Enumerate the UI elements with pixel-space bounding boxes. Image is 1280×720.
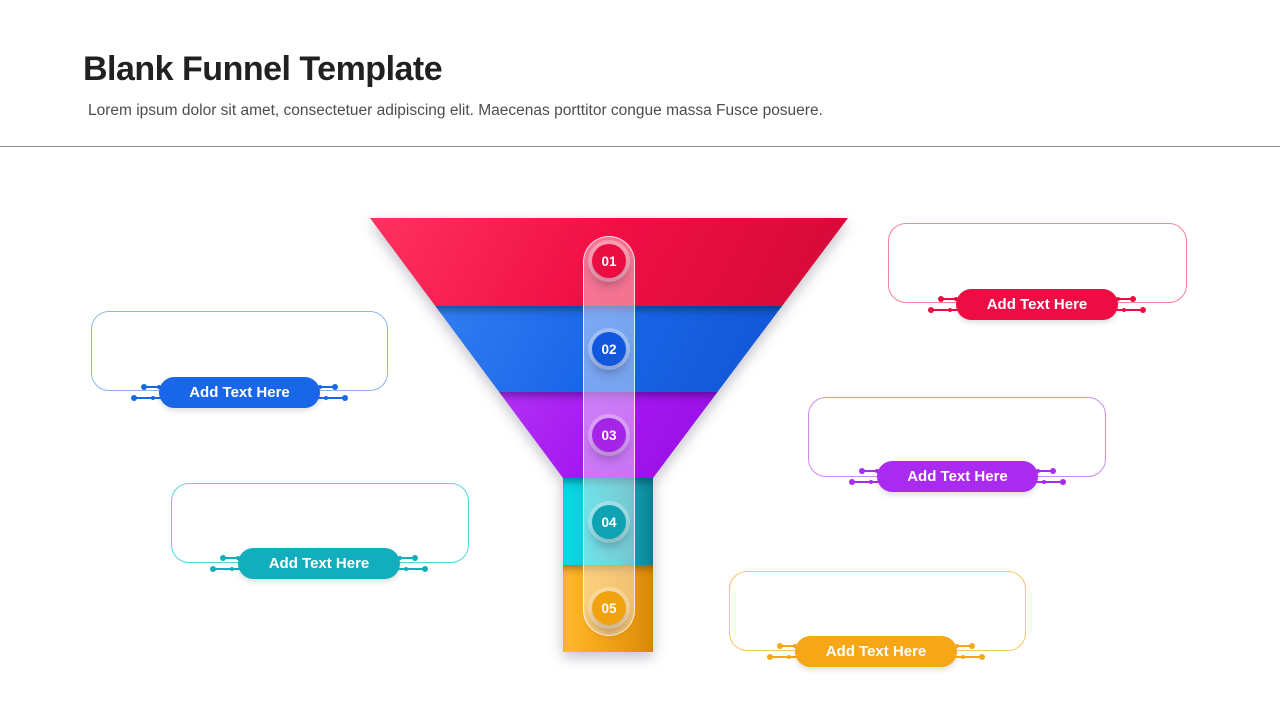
step-badge-02: 02 [592, 332, 626, 366]
page-subtitle: Lorem ipsum dolor sit amet, consectetuer… [88, 102, 823, 119]
connector-dots-right [955, 636, 985, 667]
connector-dots-right [398, 548, 428, 579]
connector-dots-right [1116, 289, 1146, 320]
header-divider [0, 146, 1280, 147]
connector-dots-left [767, 636, 797, 667]
funnel-diagram: 01 02 03 04 05 [370, 218, 848, 652]
step-badge-05: 05 [592, 591, 626, 625]
step-badge-04: 04 [592, 505, 626, 539]
callout-box-teal[interactable] [171, 483, 469, 563]
step-badge-01: 01 [592, 244, 626, 278]
page-title: Blank Funnel Template [83, 50, 443, 88]
add-text-pill-teal[interactable]: Add Text Here [238, 548, 400, 579]
connector-dots-right [318, 377, 348, 408]
step-badge-03: 03 [592, 418, 626, 452]
connector-dots-left [210, 548, 240, 579]
connector-dots-left [928, 289, 958, 320]
add-text-pill-orange[interactable]: Add Text Here [795, 636, 957, 667]
add-text-pill-red[interactable]: Add Text Here [956, 289, 1118, 320]
connector-dots-left [131, 377, 161, 408]
add-text-pill-blue[interactable]: Add Text Here [159, 377, 320, 408]
add-text-pill-purple[interactable]: Add Text Here [877, 461, 1038, 492]
connector-dots-right [1036, 461, 1066, 492]
connector-dots-left [849, 461, 879, 492]
